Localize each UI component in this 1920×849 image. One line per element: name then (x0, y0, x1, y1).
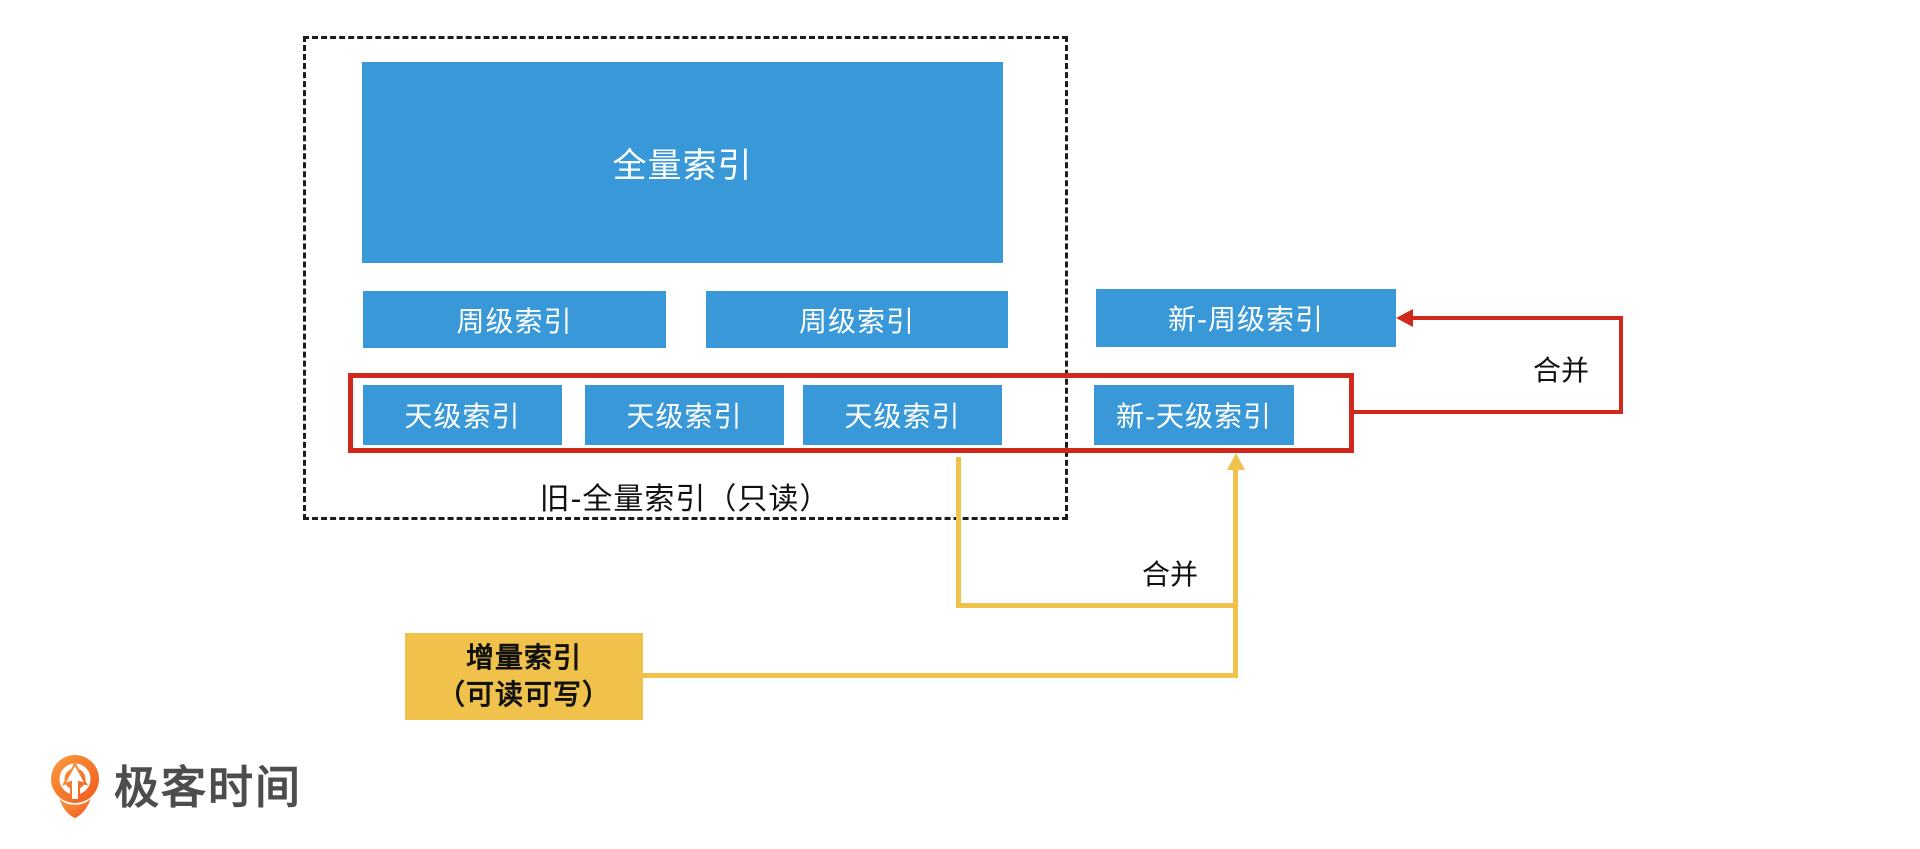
node-incremental-index-line1: 增量索引 (465, 641, 582, 675)
old-full-index-caption: 旧-全量索引（只读） (539, 482, 831, 517)
brand-name: 极客时间 (114, 760, 303, 814)
node-new-week-index-label: 新-周级索引 (1167, 303, 1325, 336)
node-full-index-label: 全量索引 (612, 146, 753, 186)
node-full-index: 全量索引 (362, 62, 1003, 263)
old-full-index-dashed-container (303, 36, 1068, 520)
yellow-connector-vertical-right (1233, 468, 1238, 678)
node-new-day-index-label: 新-天级索引 (1115, 400, 1273, 433)
merge-label-yellow: 合并 (1141, 558, 1198, 591)
red-connector-horizontal-bottom (1352, 410, 1623, 414)
node-week-index-1: 周级索引 (363, 291, 666, 348)
node-incremental-index-line2: （可读可写） (436, 677, 611, 711)
yellow-arrowhead-up-icon (1227, 453, 1245, 470)
node-day-index-2-label: 天级索引 (626, 400, 743, 433)
node-week-index-2-label: 周级索引 (798, 304, 915, 338)
geektime-pin-icon (50, 754, 100, 820)
node-incremental-index: 增量索引 （可读可写） (405, 633, 643, 720)
yellow-connector-horizontal-bottom (641, 673, 1238, 678)
red-connector-vertical (1619, 316, 1623, 414)
node-week-index-2: 周级索引 (706, 291, 1008, 348)
red-arrowhead-left-icon (1396, 309, 1413, 327)
node-day-index-1: 天级索引 (363, 385, 562, 445)
node-day-index-3-label: 天级索引 (844, 400, 961, 433)
merge-label-red: 合并 (1532, 354, 1589, 387)
node-new-week-index: 新-周级索引 (1096, 289, 1396, 347)
node-day-index-3: 天级索引 (803, 385, 1002, 445)
red-connector-horizontal-top (1410, 316, 1623, 320)
day-level-highlight-rect (348, 373, 1354, 453)
yellow-connector-horizontal-mid (956, 603, 1238, 608)
node-day-index-1-label: 天级索引 (404, 400, 521, 433)
brand-footer: 极客时间 (50, 754, 302, 820)
node-day-index-2: 天级索引 (585, 385, 784, 445)
node-new-day-index: 新-天级索引 (1094, 385, 1294, 445)
yellow-connector-vertical-left (956, 457, 961, 608)
node-week-index-1-label: 周级索引 (456, 304, 573, 338)
